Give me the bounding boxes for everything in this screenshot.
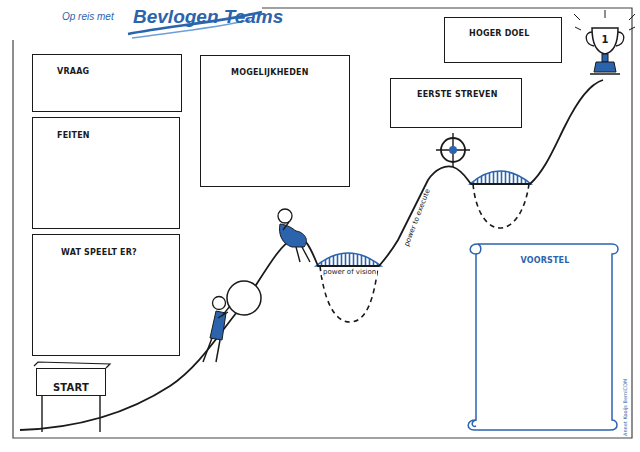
bridge [470, 171, 531, 184]
box-heading: VOORSTEL [520, 256, 569, 265]
proposal-box: VOORSTEL [478, 246, 612, 416]
logo-prefix: Op reis met [62, 11, 114, 22]
thinker-figure [278, 209, 310, 262]
first-goal-box: EERSTE STREVEN [390, 78, 522, 128]
box-heading: VRAAG [57, 67, 89, 76]
context-box: WAT SPEELT ER? [32, 234, 180, 356]
box-heading: EERSTE STREVEN [417, 90, 498, 99]
trophy [574, 10, 635, 74]
valley-dashed [473, 184, 529, 228]
box-heading: HOGER DOEL [469, 29, 529, 38]
box-heading: FEITEN [57, 131, 90, 140]
box-heading: START [53, 382, 89, 393]
box-heading: WAT SPEELT ER? [61, 248, 137, 257]
options-box: MOGELIJKHEDEN [200, 55, 350, 187]
valley-dashed [320, 266, 378, 322]
box-heading: MOGELIJKHEDEN [231, 68, 309, 77]
proposal-scroll [468, 244, 618, 430]
question-box: VRAAG [32, 54, 182, 112]
path-label: power of vision [322, 269, 377, 277]
climber-figure [203, 281, 261, 362]
bridge [316, 253, 381, 266]
start-sign: START [36, 368, 106, 396]
sign-post [42, 396, 100, 432]
page-frame [13, 8, 632, 438]
facts-box: FEITEN [32, 117, 180, 229]
callout-number: 1 [602, 34, 609, 45]
credit-note: Annet Kooijs BerniCOM [623, 379, 629, 436]
path-label: power to execute [403, 187, 433, 248]
target-symbol [436, 133, 470, 167]
higher-goal-box: HOGER DOEL [444, 17, 562, 63]
logo-title: Bevlogen Teams [133, 6, 283, 28]
